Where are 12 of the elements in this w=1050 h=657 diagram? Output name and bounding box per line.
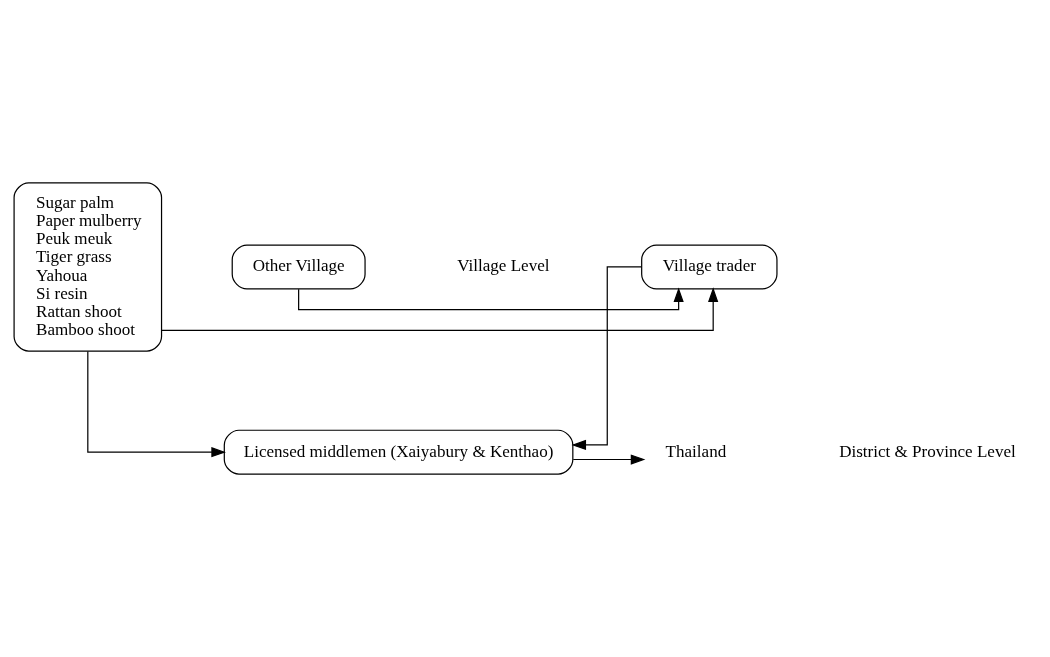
arrow xyxy=(571,266,642,450)
node-box: Village trader xyxy=(641,244,778,290)
label: Village Level xyxy=(457,256,550,276)
node-box: Other Village xyxy=(231,244,366,290)
arrow xyxy=(161,287,719,331)
label: District & Province Level xyxy=(839,441,1016,461)
arrow xyxy=(572,454,646,465)
node-box: Licensed middlemen (Xaiyabury & Kenthao) xyxy=(223,429,574,475)
node-box: Sugar palm Paper mulberry Peuk meuk Tiger grass Yahoua Si resin Rattan shoot Bamboo shoot xyxy=(13,182,163,352)
node-text: Thailand xyxy=(665,441,727,461)
arrow xyxy=(87,350,226,458)
arrow xyxy=(298,287,684,311)
